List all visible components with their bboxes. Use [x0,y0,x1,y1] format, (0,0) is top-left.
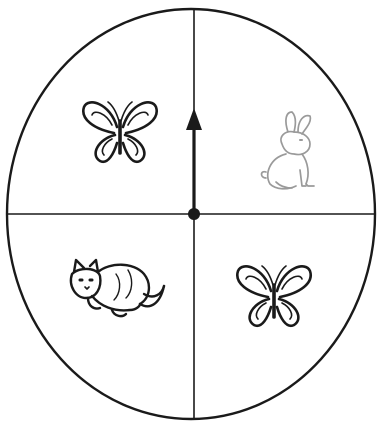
center-pivot [188,208,200,220]
